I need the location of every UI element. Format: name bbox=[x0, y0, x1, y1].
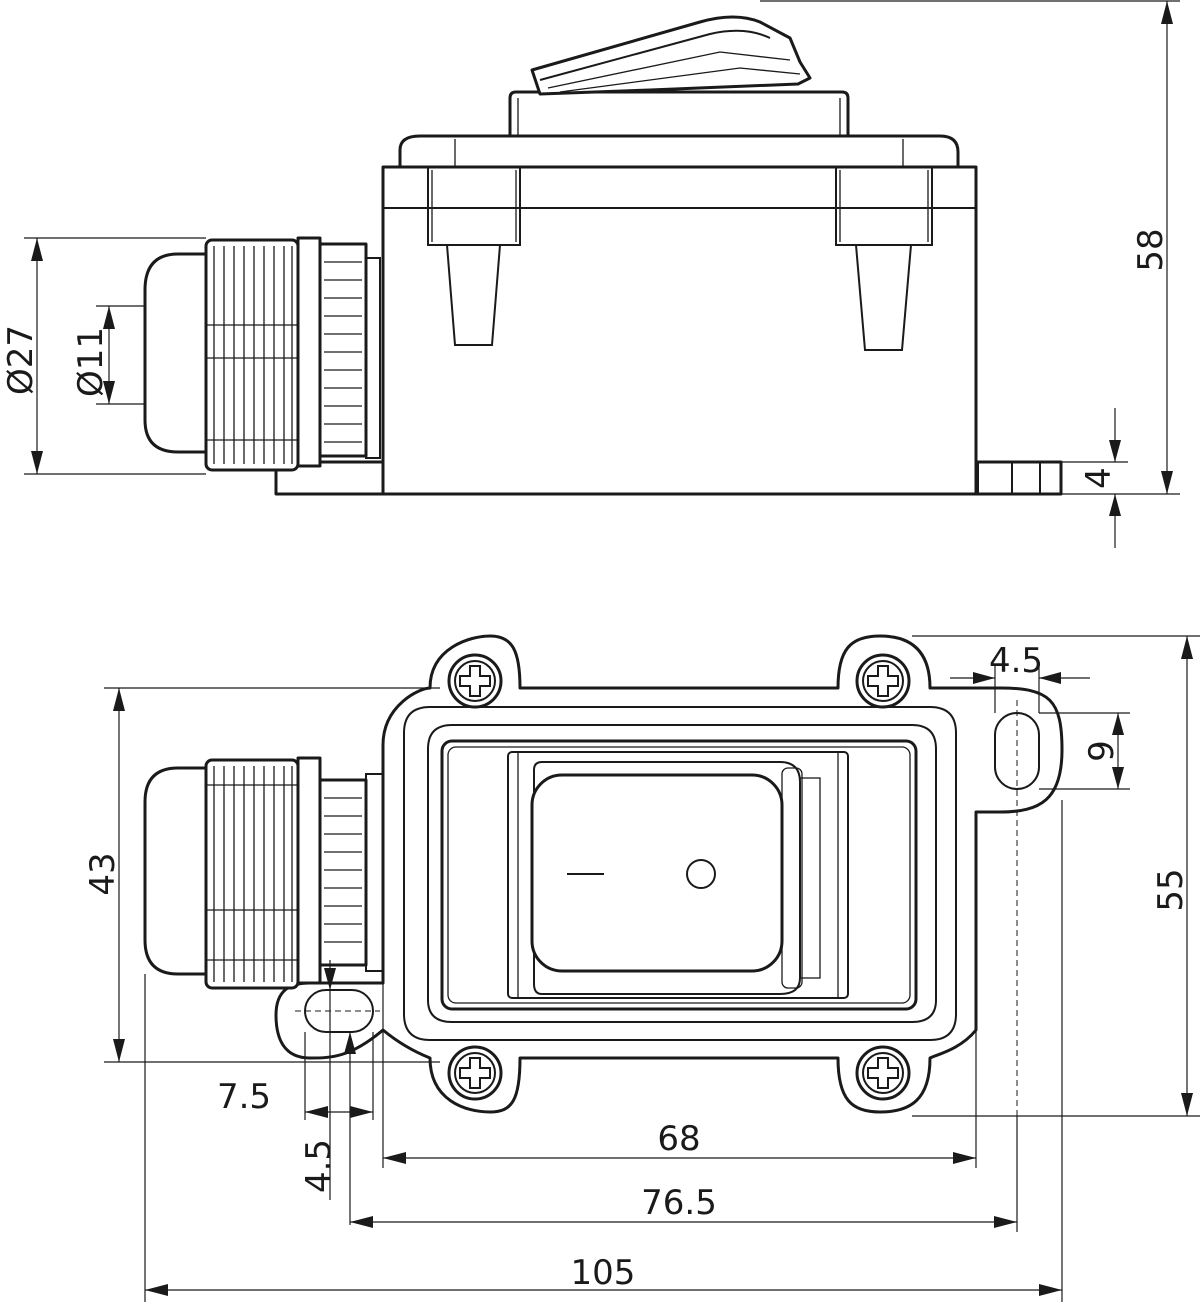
gland-nut-ribs bbox=[213, 246, 293, 464]
top-view-dimensions: 4.5 9 55 43 7.5 4.5 bbox=[83, 635, 1200, 1302]
dim-lug-hole-width-label: 4.5 bbox=[989, 641, 1043, 681]
side-view bbox=[143, 15, 1063, 496]
screw-bottom-left bbox=[447, 1045, 503, 1101]
rocker-off-mark bbox=[686, 859, 716, 889]
gland-thread-top bbox=[324, 797, 362, 943]
gland-thread bbox=[324, 261, 362, 443]
dim-body-width-label: 68 bbox=[657, 1119, 700, 1159]
top-view bbox=[143, 634, 1064, 1118]
screw-top-right bbox=[855, 653, 911, 709]
dim-height-label: 58 bbox=[1131, 228, 1171, 271]
dim-depth-label: 55 bbox=[1151, 868, 1191, 911]
dim-base-thickness-label: 4 bbox=[1079, 467, 1119, 489]
screw-top-left bbox=[447, 653, 503, 709]
dim-gland-inner-label: Ø11 bbox=[71, 327, 111, 397]
rocker-switch bbox=[530, 773, 784, 973]
dim-lug-hole-length-label: 9 bbox=[1082, 740, 1122, 762]
dim-body-height-label: 43 bbox=[83, 852, 123, 895]
screw-bottom-right bbox=[855, 1045, 911, 1101]
gland-nut-ribs-top bbox=[213, 766, 293, 982]
dim-left-lug-hole-label: 4.5 bbox=[299, 1139, 339, 1193]
dim-overall-length-label: 105 bbox=[571, 1253, 636, 1293]
dim-hole-spacing-label: 76.5 bbox=[641, 1183, 717, 1223]
dim-left-lug-offset-label: 7.5 bbox=[217, 1077, 271, 1117]
dim-gland-outer-label: Ø27 bbox=[1, 325, 41, 395]
side-view-dimensions: 58 4 Ø27 Ø11 bbox=[1, 0, 1180, 548]
